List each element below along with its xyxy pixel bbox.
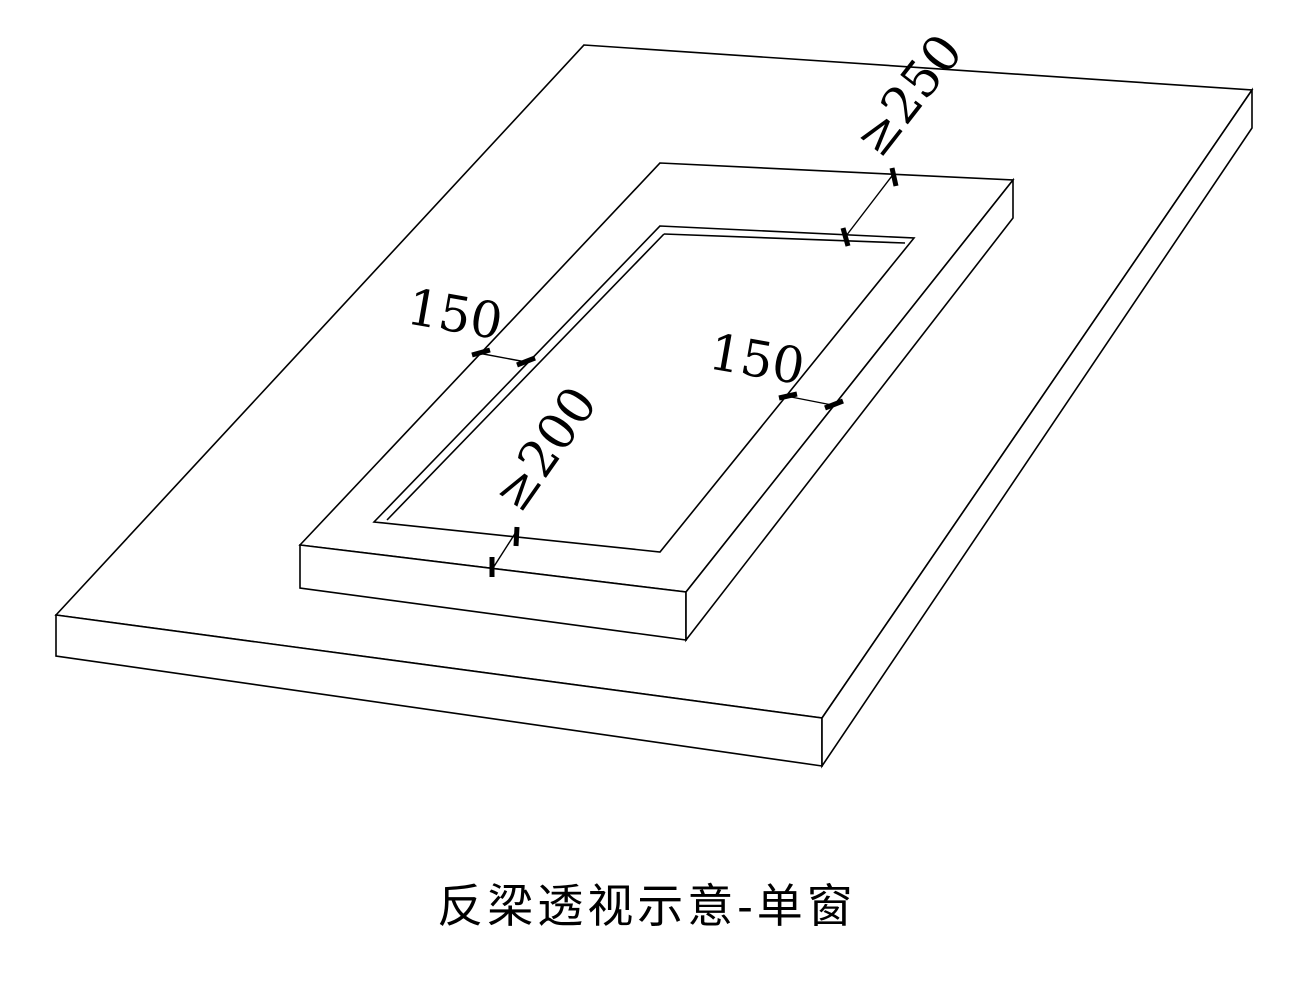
opening-inner-edge-top bbox=[663, 233, 906, 244]
drawing-caption: 反梁透视示意-单窗 bbox=[437, 879, 857, 933]
beam-right-face bbox=[685, 177, 1014, 643]
slab-right-face bbox=[821, 87, 1253, 769]
opening-inner-edge-left bbox=[386, 233, 665, 521]
window-opening bbox=[372, 225, 916, 553]
reverse-beam-frame bbox=[298, 162, 1015, 643]
